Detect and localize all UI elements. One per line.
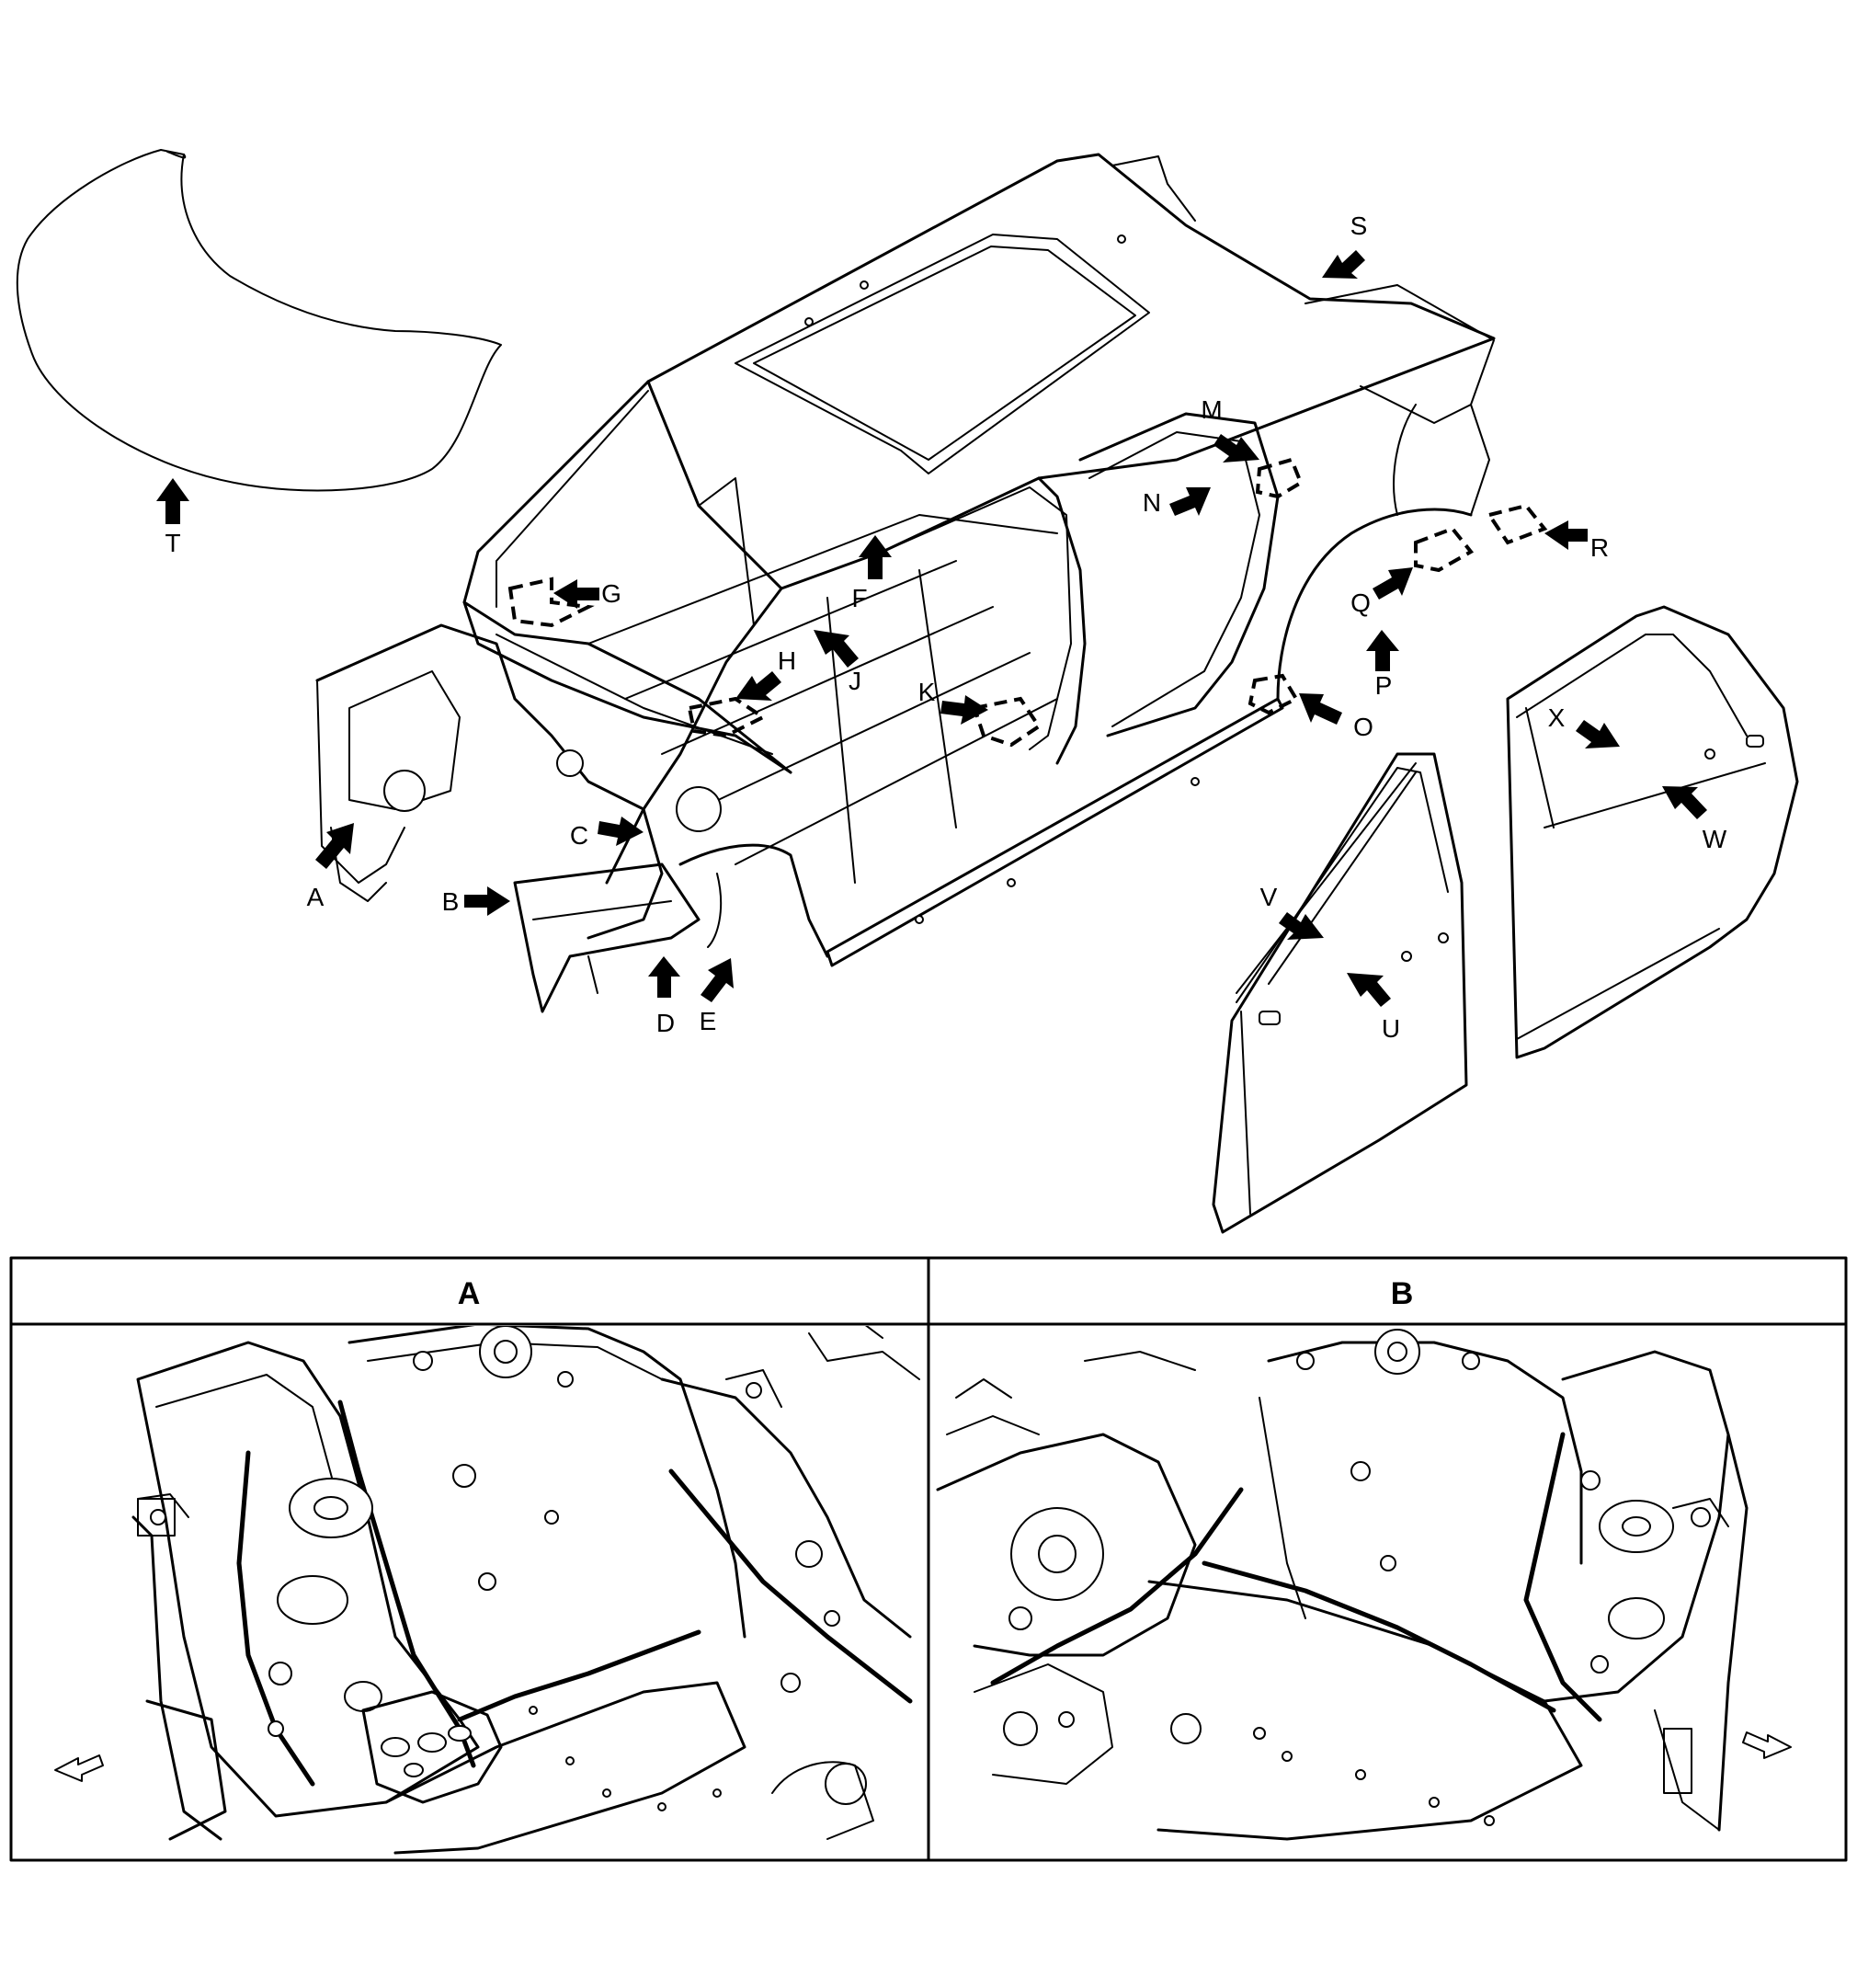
arrow-g [553, 579, 599, 609]
callout-label-e: E [700, 1007, 717, 1035]
arrow-e [701, 958, 734, 1002]
detail-table: A B [9, 1256, 1848, 1862]
arrow-x [1576, 720, 1620, 748]
callout-label-c: C [570, 821, 588, 850]
arrow-j [814, 630, 859, 668]
callout-arrows [156, 250, 1707, 1007]
callout-label-m: M [1201, 395, 1222, 424]
front-direction-arrow-right [1742, 1731, 1792, 1759]
seal-zone-m [1255, 457, 1304, 499]
rear-door [1506, 605, 1799, 1059]
callout-label-k: K [918, 678, 936, 706]
hood-panel [16, 149, 502, 492]
arrow-p [1366, 630, 1399, 671]
callout-label-u: U [1382, 1014, 1400, 1043]
callout-label-f: F [851, 584, 867, 612]
callout-label-o: O [1353, 713, 1373, 741]
callout-label-v: V [1260, 883, 1278, 911]
callout-label-r: R [1590, 533, 1609, 562]
callout-label-n: N [1143, 488, 1161, 517]
callout-label-g: G [601, 579, 621, 608]
arrow-a [315, 823, 354, 869]
callout-label-q: Q [1350, 588, 1371, 617]
arrow-h [735, 671, 781, 701]
seal-zone-o [1247, 673, 1299, 715]
seal-zone-r [1486, 503, 1548, 545]
arrow-c [598, 817, 644, 846]
seal-zone-h [687, 696, 767, 738]
arrow-s [1322, 250, 1365, 279]
callout-label-s: S [1350, 211, 1368, 240]
callout-label-x: X [1548, 703, 1566, 732]
seal-zone-q [1414, 526, 1475, 573]
arrow-n [1169, 487, 1211, 516]
callout-label-a: A [307, 883, 325, 911]
callout-label-d: D [656, 1009, 675, 1037]
front-door [1212, 752, 1468, 1234]
callout-labels: A B C D E F G H J K M N O P Q R S T U V … [165, 211, 1726, 1043]
arrow-w [1662, 786, 1707, 819]
callout-label-b: B [442, 887, 460, 916]
arrow-u [1347, 973, 1391, 1007]
sealing-zones [507, 457, 1548, 748]
arrow-d [648, 956, 680, 998]
seal-zone-g [507, 577, 595, 628]
arrow-m [1213, 434, 1259, 463]
detail-b-illustration [936, 1329, 1792, 1841]
arrow-o [1299, 693, 1342, 725]
arrow-b [464, 886, 510, 916]
front-direction-arrow-left [54, 1754, 104, 1782]
callout-label-t: T [165, 529, 180, 557]
callout-label-j: J [849, 667, 861, 695]
vehicle-body-shell [315, 153, 1496, 1013]
detail-a-illustration [54, 1326, 920, 1855]
arrow-t [156, 478, 189, 524]
callout-label-w: W [1703, 825, 1727, 853]
detail-header-b: B [1391, 1276, 1414, 1311]
detail-header-a: A [458, 1276, 481, 1311]
seal-zone-k [972, 696, 1042, 748]
arrow-v [1279, 912, 1324, 940]
callout-label-h: H [778, 646, 796, 675]
callout-label-p: P [1375, 671, 1393, 700]
arrow-q [1373, 567, 1413, 600]
arrow-k [940, 695, 988, 725]
arrow-r [1544, 520, 1588, 550]
arrow-f [859, 535, 892, 579]
